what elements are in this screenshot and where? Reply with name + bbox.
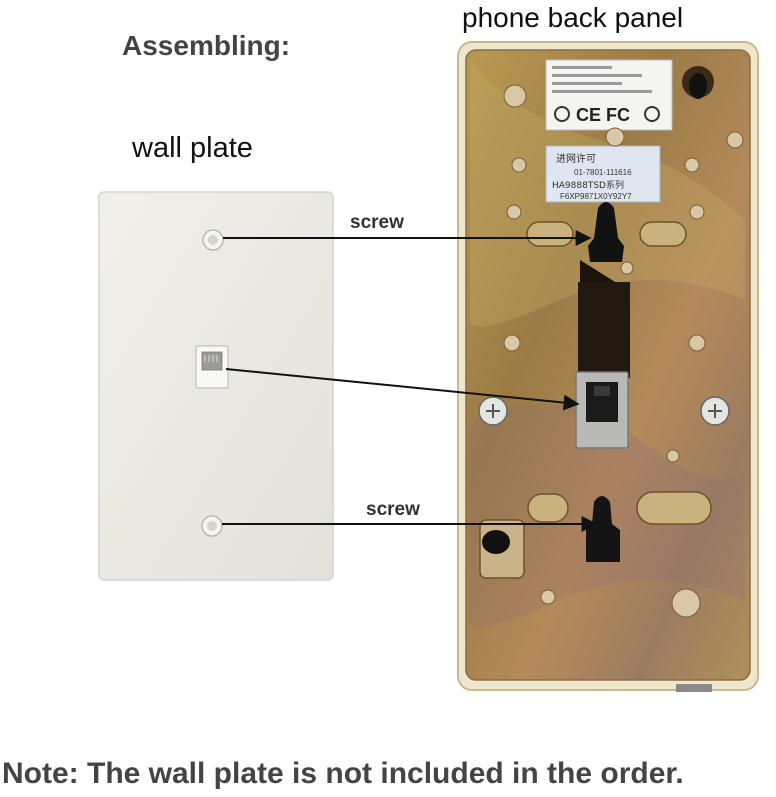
- heading-wall-plate: wall plate: [132, 132, 253, 164]
- wall-plate-jack: [195, 345, 229, 389]
- svg-text:进网许可: 进网许可: [556, 153, 596, 165]
- wall-plate-screw-hole-top: [202, 229, 224, 251]
- panel-screw-left: [478, 396, 508, 426]
- arrow-jack: [225, 368, 580, 411]
- keyhole-bottom-left: [479, 519, 525, 579]
- rivets: [503, 84, 744, 618]
- keyhole-slot-top: [588, 202, 624, 262]
- label-sticker-license: 进网许可 01-7801-111616 HA9888TSD系列 F6XP9871…: [545, 145, 661, 203]
- wall-plate: [98, 191, 334, 581]
- callout-screw-top: screw: [350, 212, 404, 233]
- wall-plate-screw-hole-bottom: [201, 515, 223, 537]
- callout-screw-bottom: screw: [366, 499, 420, 520]
- svg-text:HA9888TSD系列: HA9888TSD系列: [552, 179, 624, 191]
- keyhole-slot-bottom: [586, 496, 620, 562]
- panel-jack: [575, 371, 629, 449]
- callout-arrows: [222, 230, 598, 532]
- heading-phone-back-panel: phone back panel: [462, 2, 684, 33]
- note-text: Note: The wall plate is not included in …: [2, 757, 684, 790]
- svg-text:F6XP9871X0Y92Y7: F6XP9871X0Y92Y7: [560, 192, 632, 201]
- svg-text:01-7801-111616: 01-7801-111616: [574, 168, 632, 177]
- heading-assembling: Assembling:: [122, 30, 291, 61]
- keyhole-top-right: [682, 66, 714, 99]
- phone-back-panel: CE FC 进网许可 01-7801-111616 HA9888TSD系列 F6…: [457, 41, 759, 692]
- fcc-marks: CE FC: [576, 105, 630, 125]
- mount-slots: [526, 221, 712, 525]
- panel-screw-right: [700, 396, 730, 426]
- label-sticker-top: CE FC: [545, 59, 673, 131]
